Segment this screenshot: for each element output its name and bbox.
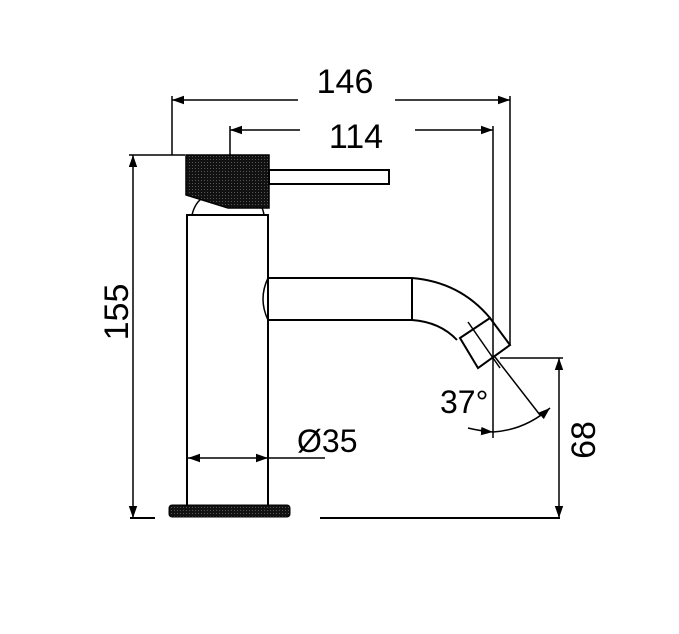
dimension-label-diameter: Ø35 (297, 423, 357, 459)
dimension-label-155: 155 (98, 284, 136, 341)
dimension-label-114: 114 (329, 118, 383, 156)
dimension-spout-angle: 37° (440, 384, 551, 436)
spout (262, 277, 541, 416)
tap-body (186, 196, 269, 508)
handle-lever (268, 169, 390, 185)
dimension-overall-reach: 146 (171, 63, 511, 345)
nozzle-centerline (467, 321, 501, 369)
spout-nozzle (458, 316, 512, 370)
dimension-label-146: 146 (317, 63, 374, 101)
dimension-label-68: 68 (565, 421, 603, 459)
dimension-height: 155 (98, 154, 185, 518)
dimension-spout-reach: 114 (229, 118, 494, 438)
dimension-label-37: 37° (440, 384, 488, 420)
base (168, 504, 291, 518)
dimension-spout-height: 68 (500, 357, 603, 518)
dimension-body-diameter: Ø35 (188, 423, 357, 463)
angle-line (494, 356, 541, 416)
handle (185, 154, 390, 209)
